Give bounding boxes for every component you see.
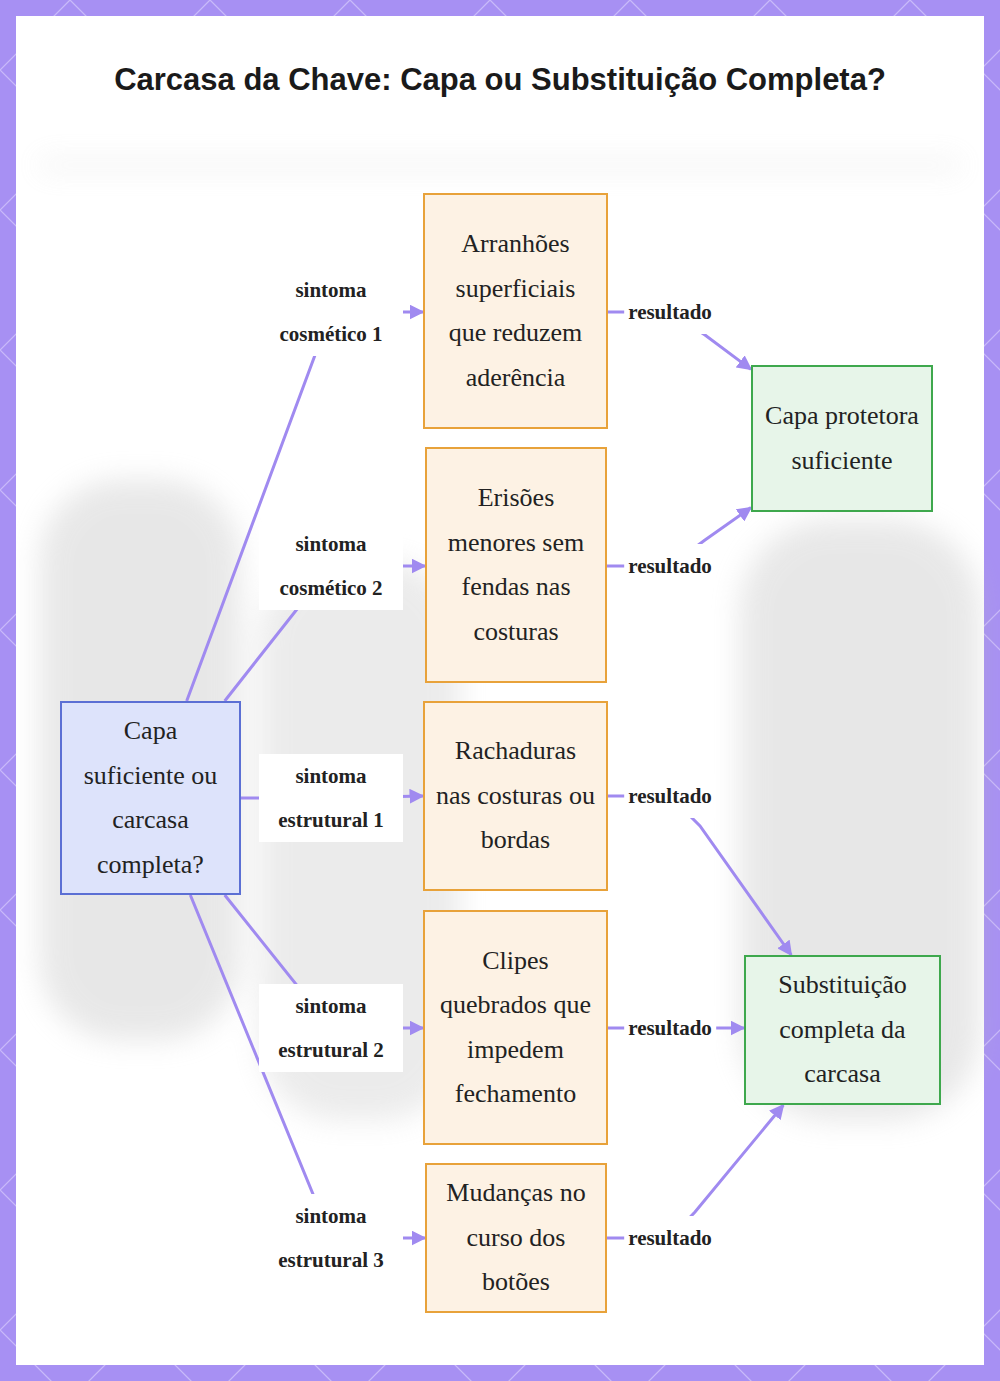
node-text: Arranhões superficiais que reduzem aderê… [425,222,606,400]
edge-label: resultado [624,1216,716,1260]
node-text: Mudanças no curso dos botões [427,1171,605,1305]
node-text: Capa suficiente ou carcasa completa? [62,709,239,887]
symptom-box: Arranhões superficiais que reduzem aderê… [423,193,608,429]
edge-label: resultado [624,544,716,588]
result-box: Capa protetora suficiente [751,365,933,512]
edge-label: sintoma estrutural 1 [259,754,403,842]
symptom-box: Mudanças no curso dos botões [425,1163,607,1313]
edge-label: resultado [624,1006,716,1050]
diagram-title: Carcasa da Chave: Capa ou Substituição C… [100,60,900,99]
decision-box: Capa suficiente ou carcasa completa? [60,701,241,895]
connector [608,796,791,955]
connector [187,312,423,701]
edge-label: resultado [624,290,716,334]
node-text: Substituição completa da carcasa [746,963,939,1097]
node-text: Capa protetora suficiente [753,394,931,483]
node-text: Erisões menores sem fendas nas costuras [427,476,605,654]
symptom-box: Clipes quebrados que impedem fechamento [423,910,608,1145]
symptom-box: Erisões menores sem fendas nas costuras [425,447,607,683]
edge-label: sintoma estrutural 2 [259,984,403,1072]
edge-label: sintoma cosmético 2 [259,522,403,610]
edge-label: resultado [624,774,716,818]
node-text: Rachaduras nas costuras ou bordas [425,729,606,863]
edge-label: sintoma estrutural 3 [259,1194,403,1282]
result-box: Substituição completa da carcasa [744,955,941,1105]
edge-label: sintoma cosmético 1 [259,268,403,356]
symptom-box: Rachaduras nas costuras ou bordas [423,701,608,891]
node-text: Clipes quebrados que impedem fechamento [425,939,606,1117]
connector [190,895,425,1238]
